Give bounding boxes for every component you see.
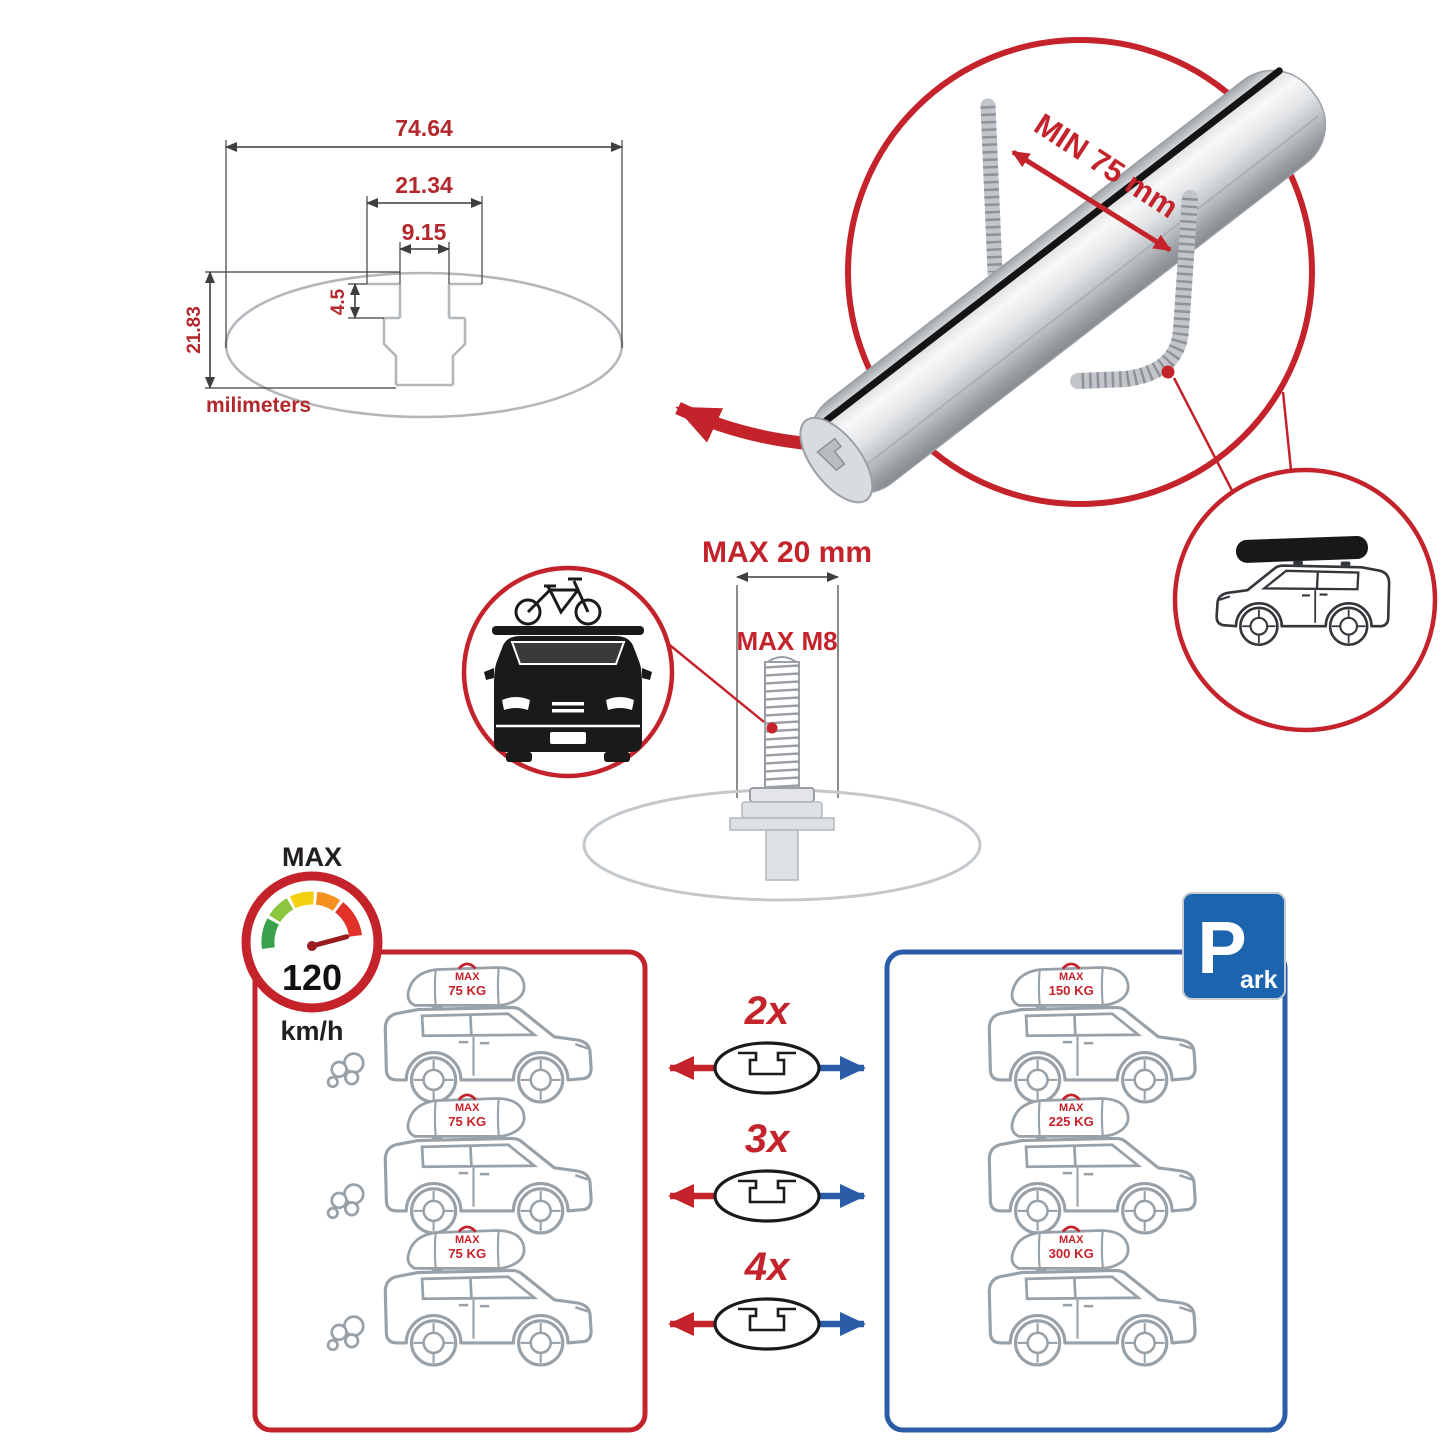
crossbar-profile-icon	[713, 1297, 821, 1351]
dim-height-label: 21.83	[184, 306, 205, 354]
speed-limit-gauge: MAX 120 km/h	[241, 842, 383, 1046]
park-sign-letter: P	[1197, 906, 1246, 989]
bike-on-car-circle	[461, 565, 675, 779]
parked-car-2: MAX 225 KG	[987, 1093, 1197, 1235]
clamp-hook-icon	[1070, 190, 1198, 389]
dimension-slot-width: 9.15	[399, 219, 450, 284]
load-caption: MAX	[1059, 971, 1084, 983]
mounting-bolt-icon	[729, 656, 835, 881]
quantity-row-4x: 4x	[668, 1245, 866, 1351]
profile-slot-lines	[367, 282, 482, 387]
driving-car-3: MAX 75 KG	[326, 1225, 593, 1367]
park-sign: P ark	[1182, 892, 1286, 1000]
load-caption: MAX	[1059, 1102, 1084, 1114]
quantity-label: 3x	[745, 1117, 791, 1161]
load-value: 75 KG	[448, 983, 486, 998]
dimension-mid-width: 21.34	[366, 172, 483, 284]
gauge-arc-segments	[261, 891, 363, 949]
max-length-label: MAX 20 mm	[702, 536, 872, 569]
load-value: 75 KG	[448, 1114, 486, 1129]
dim-step-depth-label: 4.5	[328, 288, 349, 315]
load-caption: MAX	[1059, 1234, 1084, 1246]
bolt-callout-dot	[766, 722, 778, 734]
callout-line-2	[1281, 391, 1293, 471]
car-front-silhouette	[484, 626, 652, 762]
driving-car-1: MAX 75 KG	[326, 962, 593, 1104]
load-caption: MAX	[455, 971, 480, 983]
unit-label: milimeters	[206, 394, 311, 417]
dim-slot-width-label: 9.15	[402, 219, 447, 245]
park-sign-board	[1182, 892, 1286, 1000]
crossbar-profile-icon	[713, 1169, 821, 1223]
quantity-row-2x: 2x	[668, 989, 866, 1095]
quantity-label: 2x	[744, 989, 791, 1033]
speed-max-caption: MAX	[282, 842, 342, 872]
load-value: 300 KG	[1049, 1246, 1094, 1261]
quantity-row-3x: 3x	[668, 1117, 866, 1223]
callout-line-1	[1172, 377, 1242, 507]
vehicle-roofbox-circle	[1172, 467, 1438, 733]
load-value: 225 KG	[1049, 1114, 1094, 1129]
gauge-pivot	[307, 941, 317, 951]
park-sign-rest: ark	[1240, 966, 1278, 994]
dimension-outer-width: 74.64	[225, 115, 623, 348]
load-caption: MAX	[455, 1234, 480, 1246]
load-value: 150 KG	[1049, 983, 1094, 998]
parked-car-1: MAX 150 KG	[987, 962, 1197, 1104]
crossbar-detail-circle: MIN 75 mm	[799, 37, 1327, 507]
bolt-fitting-diagram: MAX 20 mm MAX M8	[461, 536, 982, 902]
min-gap-arrow	[1011, 149, 1172, 253]
profile-dimension-drawing: 74.64 21.34 9.15 4.5 21.83 milimeters	[184, 115, 624, 419]
speed-value: 120	[282, 957, 342, 998]
driving-car-2: MAX 75 KG	[326, 1093, 593, 1235]
dimension-height: 21.83	[184, 271, 400, 389]
speed-unit: km/h	[280, 1016, 343, 1046]
roof-box-icon	[1235, 536, 1368, 563]
dim-mid-width-label: 21.34	[395, 172, 453, 198]
crossbar-profile-icon	[713, 1041, 821, 1095]
quantity-label: 4x	[744, 1245, 791, 1289]
hook-callout-dot	[1161, 365, 1175, 379]
dimension-step-depth: 4.5	[328, 283, 384, 319]
clamp-rod-icon	[980, 98, 1003, 280]
parked-car-3: MAX 300 KG	[987, 1225, 1197, 1367]
max-thread-label: MAX M8	[736, 626, 837, 656]
gauge-needle	[309, 934, 350, 949]
dim-outer-width-label: 74.64	[395, 115, 453, 141]
load-caption: MAX	[455, 1102, 480, 1114]
bike-circle-leader	[665, 641, 765, 723]
load-value: 75 KG	[448, 1246, 486, 1261]
bicycle-icon	[514, 577, 602, 626]
